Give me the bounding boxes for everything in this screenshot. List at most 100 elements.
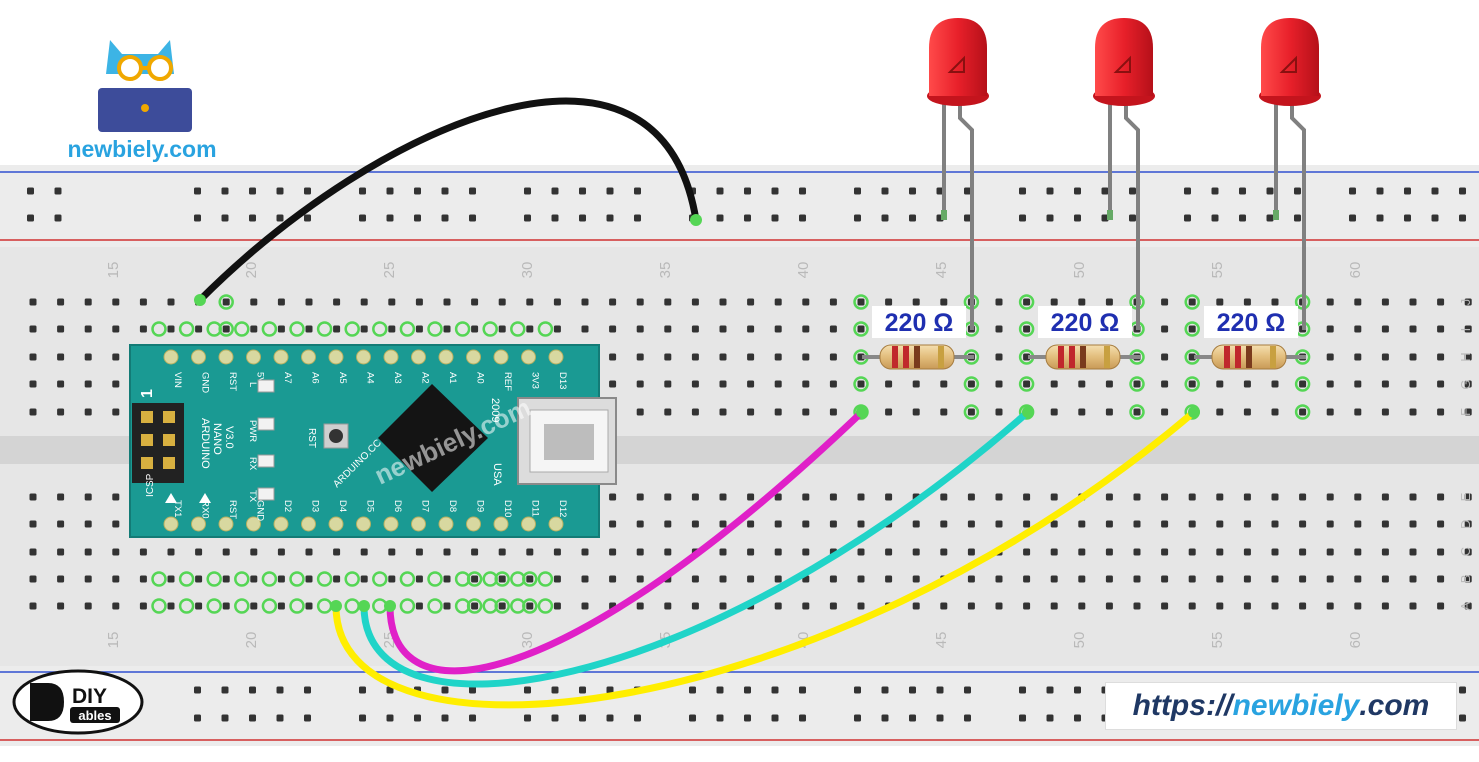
rail-hole xyxy=(716,214,724,222)
hole xyxy=(1409,325,1417,333)
hole xyxy=(774,298,782,306)
hole xyxy=(1326,380,1334,388)
rail-hole xyxy=(469,187,476,195)
hole xyxy=(1381,520,1389,528)
wire-end-icon xyxy=(1022,406,1034,418)
reset-button-cap[interactable] xyxy=(329,429,343,443)
hole xyxy=(333,298,341,306)
hole xyxy=(1161,353,1169,361)
rail-hole xyxy=(964,187,971,195)
header-pin xyxy=(218,349,234,365)
rail-hole xyxy=(854,214,861,222)
hole xyxy=(857,325,865,333)
hole xyxy=(1271,520,1279,528)
bottom-pin-label: D10 xyxy=(502,500,513,517)
bottom-pin-label: D5 xyxy=(365,500,376,512)
top-pin-label: A5 xyxy=(337,372,348,384)
top-pin-label: A0 xyxy=(475,372,486,384)
led-die-icon xyxy=(947,55,965,73)
hole xyxy=(1326,298,1334,306)
column-number: 60 xyxy=(1347,632,1364,649)
resistor-band xyxy=(1058,346,1064,368)
rail-hole xyxy=(1294,214,1301,222)
hole xyxy=(691,380,699,388)
hole xyxy=(1105,493,1113,501)
rail-hole xyxy=(1459,686,1466,694)
hole xyxy=(609,353,617,361)
header-pin xyxy=(328,516,344,532)
hole xyxy=(664,353,672,361)
hole xyxy=(443,298,451,306)
active-hole-ring xyxy=(482,571,498,587)
top-pin-label: D13 xyxy=(557,372,568,389)
site-url[interactable]: https://newbiely.com xyxy=(1105,682,1457,730)
usb-connector[interactable] xyxy=(517,397,617,485)
hole xyxy=(747,493,755,501)
active-hole-ring xyxy=(482,321,498,337)
rail-hole xyxy=(634,714,641,722)
rail-hole xyxy=(909,187,916,195)
hole xyxy=(995,408,1003,416)
hole xyxy=(553,575,561,583)
hole xyxy=(1326,353,1334,361)
hole xyxy=(526,298,534,306)
hole xyxy=(1161,548,1169,556)
rail-hole xyxy=(771,214,779,222)
hole xyxy=(498,602,506,610)
hole xyxy=(995,353,1003,361)
rail-hole xyxy=(27,214,34,222)
bottom-pin-label: D6 xyxy=(392,500,403,512)
rail-hole xyxy=(854,187,861,195)
hole xyxy=(57,493,65,501)
hole xyxy=(802,602,810,610)
hole xyxy=(1023,493,1031,501)
rail-hole xyxy=(1239,214,1246,222)
rail-hole xyxy=(194,686,201,694)
hole xyxy=(305,298,313,306)
hole xyxy=(84,493,92,501)
active-hole-ring xyxy=(261,598,278,614)
hole xyxy=(1188,493,1196,501)
hole xyxy=(360,575,368,583)
laptop-logo-icon xyxy=(141,104,149,112)
hole xyxy=(747,548,755,556)
wire-end-icon xyxy=(1188,406,1200,418)
column-number: 15 xyxy=(105,632,122,649)
rail-hole xyxy=(414,714,421,722)
column-number: 55 xyxy=(1209,262,1226,279)
rail-hole xyxy=(1019,686,1026,694)
hole xyxy=(967,380,975,388)
hole xyxy=(802,353,810,361)
hole xyxy=(1299,520,1307,528)
hole xyxy=(250,602,258,610)
hole xyxy=(1381,575,1389,583)
hole xyxy=(940,520,948,528)
hole xyxy=(1050,548,1058,556)
hole xyxy=(609,575,617,583)
rail-hole xyxy=(249,686,256,694)
hole xyxy=(774,380,782,388)
hole xyxy=(29,548,37,556)
column-number: 60 xyxy=(1347,262,1364,279)
led-anode-leg xyxy=(1290,100,1306,330)
hole xyxy=(774,575,782,583)
hole xyxy=(1243,602,1251,610)
row-letter: J xyxy=(1458,299,1473,306)
hole xyxy=(1437,520,1445,528)
hole xyxy=(139,548,147,556)
resistor-band xyxy=(1235,346,1241,368)
hole xyxy=(747,575,755,583)
rail-hole xyxy=(716,187,724,195)
hole xyxy=(471,602,479,610)
hole xyxy=(1299,575,1307,583)
rail-hole xyxy=(1046,214,1054,222)
header-pin xyxy=(328,349,344,365)
hole xyxy=(250,298,258,306)
active-hole-ring xyxy=(853,294,869,310)
rail-hole xyxy=(1074,187,1081,195)
hole xyxy=(1354,380,1362,388)
hole xyxy=(581,325,589,333)
hole xyxy=(526,575,534,583)
resistor-band xyxy=(1224,346,1230,368)
